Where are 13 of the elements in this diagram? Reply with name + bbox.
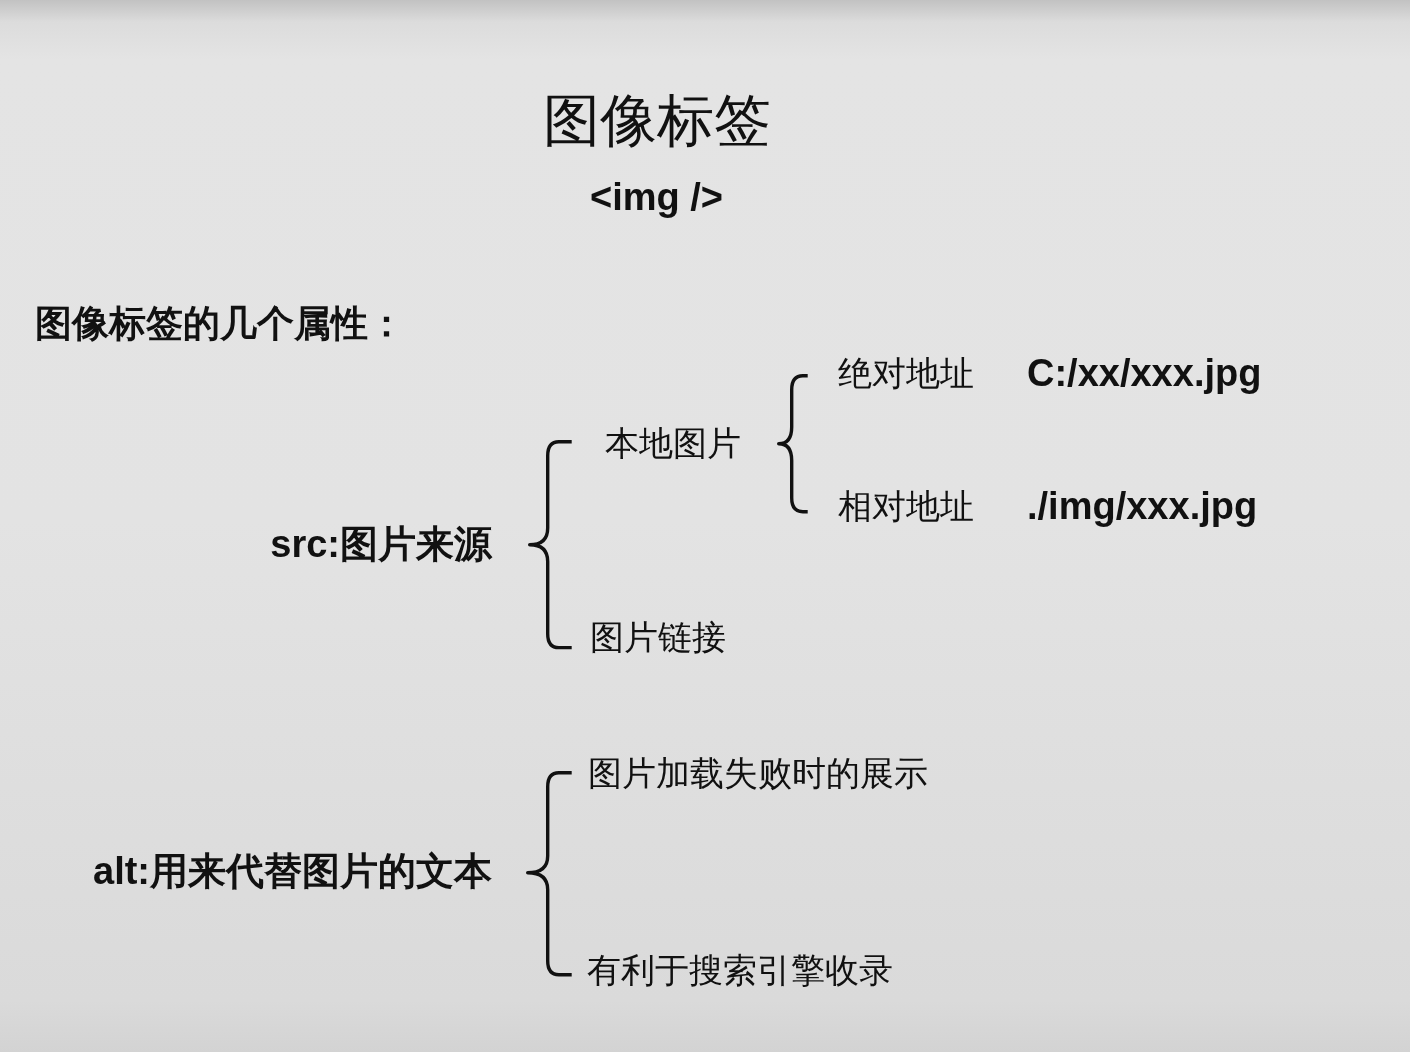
title: 图像标签 (543, 92, 771, 149)
attribute-label: src:图片来源 (270, 525, 492, 563)
path-text: ./img/xxx.jpg (1027, 487, 1258, 525)
branch-label: 绝对地址 (838, 356, 974, 390)
branch-label: 相对地址 (838, 489, 974, 523)
branch-label: 本地图片 (605, 426, 741, 460)
subtitle: <img /> (590, 178, 724, 216)
branch-label: 图片链接 (590, 620, 726, 654)
branch-label: 有利于搜索引擎收录 (587, 953, 893, 987)
branch-label: 图片加载失败时的展示 (588, 756, 928, 790)
section-heading: 图像标签的几个属性： (35, 305, 405, 342)
path-text: C:/xx/xxx.jpg (1027, 354, 1262, 392)
attribute-label: alt:用来代替图片的文本 (93, 852, 492, 890)
